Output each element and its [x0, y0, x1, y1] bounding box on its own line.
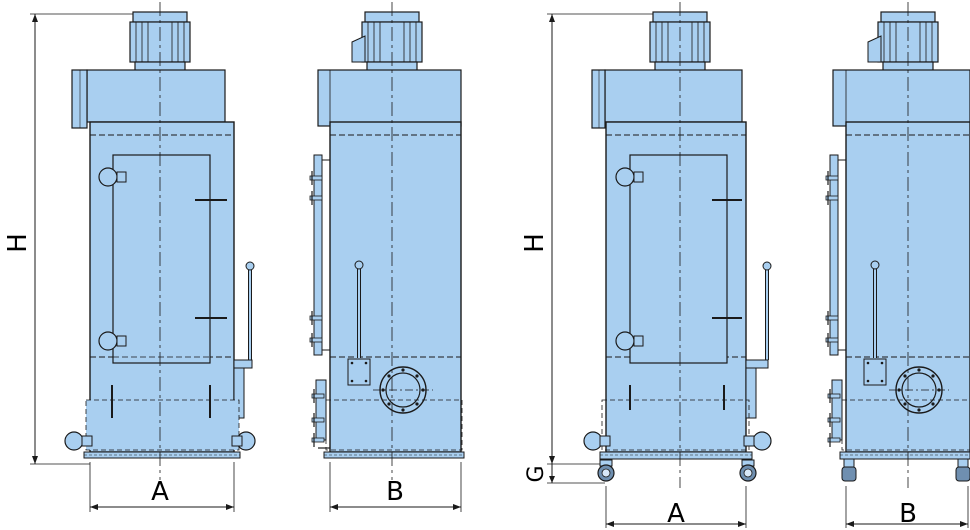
height-label: H [3, 233, 33, 253]
width-label-b: B [386, 477, 404, 507]
caster-wheel-left [597, 459, 615, 482]
width-label-a-wheeled: A [667, 499, 685, 529]
caster-wheel-right [739, 459, 757, 482]
width-label-a: A [151, 477, 169, 507]
side-view-static: B [309, 2, 465, 512]
width-dimension-a-wheeled: A [605, 486, 747, 529]
width-dimension-b-wheeled: B [845, 486, 969, 529]
caster-wheel-side-left [841, 458, 857, 482]
front-view-static: H [3, 2, 256, 512]
height-label-wheeled: H [520, 233, 550, 253]
caster-dimension: G [524, 464, 605, 484]
caster-label: G [524, 465, 549, 482]
height-dimension: H [3, 13, 160, 465]
front-view-wheeled: H G [520, 2, 772, 529]
width-dimension-b: B [329, 462, 462, 512]
side-view-wheeled: B [825, 2, 970, 529]
caster-wheel-side-right [955, 458, 970, 482]
height-dimension-wheeled: H [520, 13, 680, 465]
width-label-b-wheeled: B [899, 499, 917, 529]
width-dimension-a: A [89, 462, 235, 512]
